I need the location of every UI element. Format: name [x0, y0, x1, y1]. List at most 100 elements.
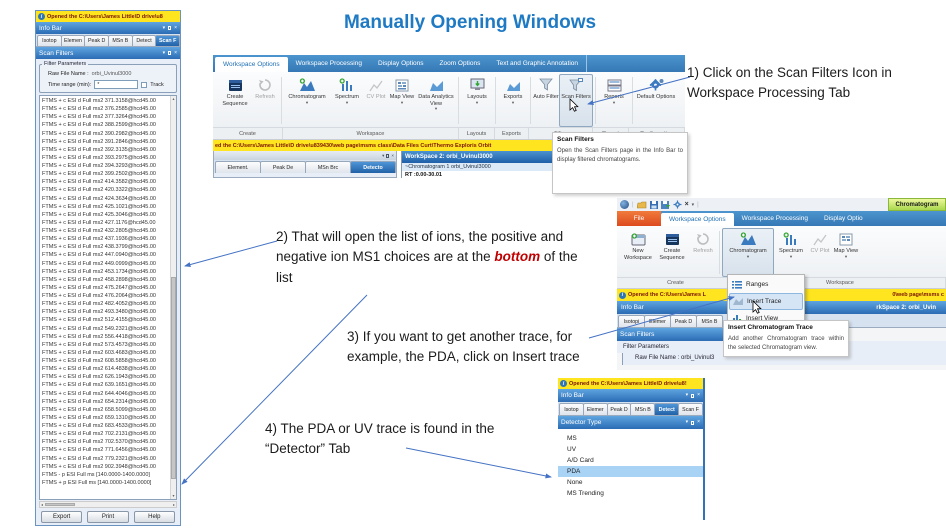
ribbon-tab[interactable]: Workspace Options	[661, 213, 734, 226]
ribbon-tab[interactable]: Workspace Processing	[741, 215, 808, 222]
ribbon-tab[interactable]: Zoom Options	[439, 60, 481, 67]
panel-button[interactable]: Print	[87, 511, 129, 523]
detector-type-item[interactable]: MS	[567, 435, 577, 442]
menu-item-insert-trace[interactable]: Insert Trace	[729, 293, 803, 310]
horizontal-scrollbar[interactable]: ◂ ▸	[39, 501, 177, 508]
track-checkbox[interactable]	[141, 81, 148, 88]
detector-type-item[interactable]: None	[567, 479, 583, 486]
scan-filter-item[interactable]: FTMS + c ESI d Full ms2 549.2321@hcd45.0…	[42, 325, 156, 332]
scan-filter-item[interactable]: FTMS + c ESI d Full ms2 449.0999@hcd45.0…	[42, 260, 156, 267]
save-icon[interactable]	[649, 200, 658, 209]
app-logo-icon[interactable]	[620, 200, 629, 209]
reports-button[interactable]: Reports▾	[598, 74, 630, 127]
scan-filter-item[interactable]: FTMS + c ESI d Full ms2 556.4418@hcd45.0…	[42, 333, 156, 340]
scan-filter-item[interactable]: FTMS - p ESI Full ms [140.0000-1400.0000…	[42, 471, 150, 478]
scan-filter-item[interactable]: FTMS + c ESI d Full ms2 702.2131@hcd45.0…	[42, 431, 156, 438]
detector-type-item[interactable]: MS Trending	[567, 490, 604, 497]
auto-filter-button[interactable]: Auto Filter	[533, 74, 559, 127]
scan-filter-item[interactable]: FTMS + c ESI d Full ms2 702.5370@hcd45.0…	[42, 439, 156, 446]
close-icon[interactable]: ×	[174, 24, 177, 31]
open-folder-icon[interactable]	[636, 201, 647, 209]
info-bar-tab[interactable]: MSn Brc	[305, 161, 351, 173]
scan-filter-item[interactable]: FTMS + c ESI d Full ms2 432.2805@hcd45.0…	[42, 228, 156, 234]
scan-filter-item[interactable]: FTMS + c ESI d Full ms2 658.5099@hcd45.0…	[42, 406, 156, 413]
refresh-button[interactable]: Refresh	[689, 228, 717, 277]
create-sequence-button[interactable]: Create Sequence	[219, 74, 251, 127]
scan-filter-item[interactable]: FTMS + c ESI d Full ms2 425.1021@hcd45.0…	[42, 203, 156, 210]
chromatogram-button[interactable]: Chromatogram▾	[284, 74, 330, 127]
info-bar-tab[interactable]: Peak D	[670, 315, 697, 327]
close-icon[interactable]: ×	[391, 153, 394, 158]
scan-filter-item[interactable]: FTMS + c ESI d Full ms2 512.4155@hcd45.0…	[42, 317, 156, 324]
info-bar-tab[interactable]: Scan F	[678, 403, 703, 415]
info-bar-tab[interactable]: MSn B	[696, 315, 723, 327]
detector-type-item[interactable]: PDA	[558, 466, 703, 477]
scan-filter-item[interactable]: FTMS + c ESI d Full ms2 659.1310@hcd45.0…	[42, 414, 156, 421]
info-bar-tab[interactable]: Scan F	[155, 35, 181, 46]
pin-icon[interactable]	[691, 393, 695, 398]
info-bar-tab[interactable]: Detect	[654, 403, 680, 415]
scan-filter-item[interactable]: FTMS + c ESI d Full ms2 424.3634@hcd45.0…	[42, 195, 156, 202]
new-workspace-button[interactable]: New Workspace	[621, 228, 655, 277]
collapse-icon[interactable]: ▾	[162, 24, 166, 31]
time-range-input[interactable]: *	[94, 80, 139, 89]
toolbar-options-caret-icon[interactable]: ▾	[691, 201, 695, 208]
scan-filter-item[interactable]: FTMS + c ESI d Full ms2 427.1176@hcd45.0…	[42, 219, 156, 226]
scan-filter-item[interactable]: FTMS + c ESI d Full ms2 475.2647@hcd45.0…	[42, 284, 156, 291]
panel-button[interactable]: Help	[133, 511, 175, 523]
spectrum-button[interactable]: Spectrum▾	[774, 228, 808, 277]
scroll-right-icon[interactable]: ▸	[172, 502, 175, 507]
scan-filter-item[interactable]: FTMS + c ESI d Full ms2 482.4052@hcd45.0…	[42, 301, 156, 308]
scan-filter-item[interactable]: FTMS + c ESI d Full ms2 371.3158@hcd45.0…	[42, 98, 156, 104]
workspace-2-titlebar[interactable]: WorkSpace 2: orbi_Uvinul3000	[402, 151, 552, 163]
scan-filter-item[interactable]: FTMS + c ESI d Full ms2 390.2982@hcd45.0…	[42, 130, 156, 137]
scan-filter-item[interactable]: FTMS + c ESI d Full ms2 453.1734@hcd45.0…	[42, 268, 156, 275]
scan-filter-item[interactable]: FTMS + p ESI Full ms [140.0000-1400.0000…	[42, 479, 152, 486]
scan-filter-list[interactable]: FTMS + c ESI d Full ms2 371.3158@hcd45.0…	[39, 95, 177, 500]
scan-filter-item[interactable]: FTMS + c ESI d Full ms2 425.3046@hcd45.0…	[42, 211, 156, 218]
close-icon[interactable]: ×	[697, 392, 700, 398]
chromatogram-button[interactable]: Chromatogram▾	[722, 228, 774, 277]
info-bar-tab[interactable]: Isotop	[559, 403, 584, 415]
scan-filter-item[interactable]: FTMS + c ESI d Full ms2 779.2321@hcd45.0…	[42, 455, 156, 462]
info-bar-tab[interactable]: Isotop	[37, 35, 62, 46]
ribbon-tab[interactable]: Workspace Options	[215, 57, 288, 72]
scan-filter-item[interactable]: FTMS + c ESI d Full ms2 388.2599@hcd45.0…	[42, 122, 156, 129]
close-icon[interactable]: ×	[697, 419, 700, 425]
scan-filter-item[interactable]: FTMS + c ESI d Full ms2 392.3135@hcd45.0…	[42, 146, 156, 153]
exports-button[interactable]: Exports▾	[498, 74, 528, 127]
scan-filter-item[interactable]: FTMS + c ESI d Full ms2 493.3480@hcd45.0…	[42, 309, 156, 316]
scan-filter-item[interactable]: FTMS + c ESI d Full ms2 654.2314@hcd45.0…	[42, 398, 156, 405]
close-icon[interactable]: ×	[174, 49, 177, 56]
scan-filter-item[interactable]: FTMS + c ESI d Full ms2 394.3293@hcd45.0…	[42, 163, 156, 169]
scan-filter-item[interactable]: FTMS + c ESI d Full ms2 458.2898@hcd45.0…	[42, 276, 156, 283]
collapse-icon[interactable]: ▾	[685, 392, 689, 398]
scan-filter-item[interactable]: FTMS + c ESI d Full ms2 399.2502@hcd45.0…	[42, 171, 156, 178]
detector-type-item[interactable]: A/D Card	[567, 457, 594, 464]
scan-filter-item[interactable]: FTMS + c ESI d Full ms2 608.5858@hcd45.0…	[42, 358, 156, 364]
ribbon-tab[interactable]: Display Optio	[823, 215, 863, 222]
delete-icon[interactable]: ×	[684, 201, 689, 208]
save-as-icon[interactable]	[660, 200, 670, 209]
scroll-left-icon[interactable]: ◂	[41, 502, 44, 507]
scan-filter-item[interactable]: FTMS + c ESI d Full ms2 377.3264@hcd45.0…	[42, 114, 156, 121]
scan-filter-item[interactable]: FTMS + c ESI d Full ms2 438.3799@hcd45.0…	[42, 244, 156, 251]
info-bar-tab[interactable]: MSn B	[630, 403, 656, 415]
scan-filter-item[interactable]: FTMS + c ESI d Full ms2 771.6456@hcd45.0…	[42, 447, 156, 454]
scan-filter-item[interactable]: FTMS + c ESI d Full ms2 902.3948@hcd45.0…	[42, 463, 156, 470]
info-bar-tab[interactable]: Peak De	[260, 161, 306, 173]
menu-item-ranges[interactable]: Ranges	[729, 276, 803, 293]
scroll-up-icon[interactable]: ▴	[172, 96, 175, 101]
scan-filter-item[interactable]: FTMS + c ESI d Full ms2 437.1936@hcd45.0…	[42, 236, 156, 243]
info-bar-tab[interactable]: Isotopi	[618, 315, 645, 327]
scan-filter-item[interactable]: FTMS + c ESI d Full ms2 644.4046@hcd45.0…	[42, 390, 156, 397]
create-sequence-button[interactable]: Create Sequence	[655, 228, 689, 277]
layouts-button[interactable]: Layouts▾	[461, 74, 493, 127]
map-view-button[interactable]: Map View▾	[388, 74, 416, 127]
info-bar-tab[interactable]: Detect	[131, 35, 157, 46]
info-bar-tab[interactable]: Peak D	[84, 35, 110, 46]
scan-filter-item[interactable]: FTMS + c ESI d Full ms2 376.2585@hcd45.0…	[42, 106, 156, 113]
scan-filter-item[interactable]: FTMS + c ESI d Full ms2 603.4683@hcd45.0…	[42, 349, 156, 356]
cv-plot-button[interactable]: CV Plot	[808, 228, 832, 277]
scan-filter-item[interactable]: FTMS + c ESI d Full ms2 683.4533@hcd45.0…	[42, 423, 156, 429]
